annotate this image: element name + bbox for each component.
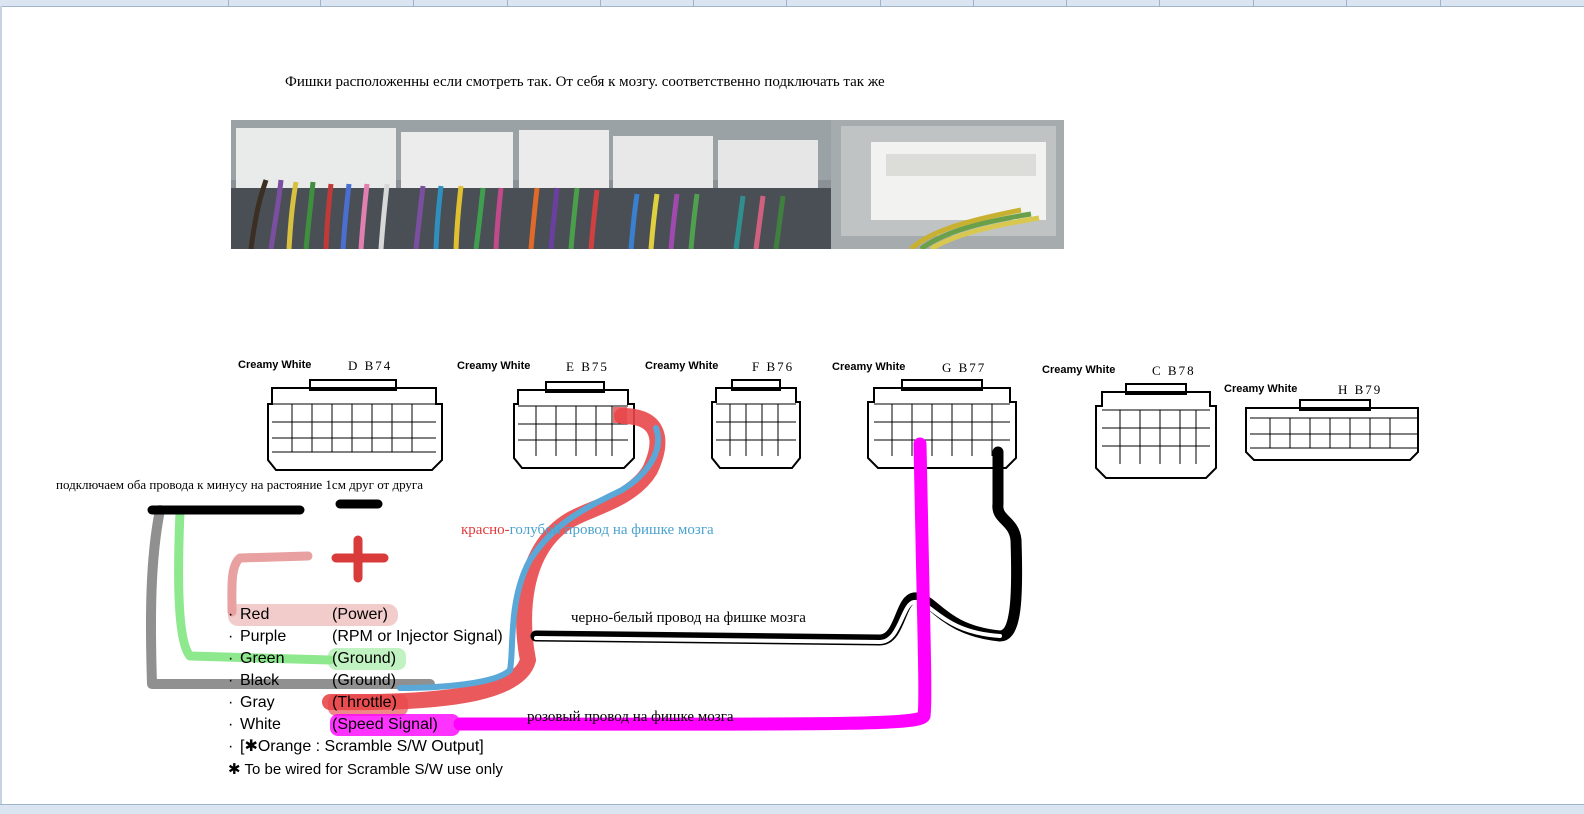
connector-b75 bbox=[513, 381, 635, 469]
connector-label-b76: Creamy White bbox=[645, 360, 718, 372]
ruler-tick bbox=[1253, 0, 1254, 6]
page-frame bbox=[0, 6, 2, 806]
legend-value: (Ground) bbox=[332, 672, 397, 689]
connector-code-b74: D B74 bbox=[348, 358, 392, 373]
legend-name: Gray bbox=[240, 694, 275, 711]
connector-b74 bbox=[267, 379, 443, 471]
ruler bbox=[0, 0, 1584, 7]
connector-code-b79: H B79 bbox=[1338, 382, 1382, 397]
ruler-tick bbox=[880, 0, 881, 6]
highlight-red-row bbox=[228, 604, 398, 626]
ruler-tick bbox=[693, 0, 694, 6]
black-white-note: черно-белый провод на фишке мозга bbox=[571, 610, 806, 626]
connector-label-b79: Creamy White bbox=[1224, 383, 1297, 395]
highlight-white-row bbox=[330, 714, 460, 736]
ruler-tick bbox=[1346, 0, 1347, 6]
pink-wire bbox=[453, 437, 932, 731]
ruler-tick bbox=[600, 0, 601, 6]
connector-label-b77: Creamy White bbox=[832, 361, 905, 373]
plus-mark bbox=[331, 535, 389, 583]
legend-value: (Ground) bbox=[332, 650, 397, 667]
red-power-wire bbox=[227, 551, 313, 617]
pink-note: розовый провод на фишке мозга bbox=[527, 709, 734, 725]
connector-label-b78: Creamy White bbox=[1042, 364, 1115, 376]
red-blue-wire-blue bbox=[397, 425, 662, 691]
ruler-tick bbox=[973, 0, 974, 6]
ground-note: подключаем оба провода к минусу на расто… bbox=[56, 477, 423, 492]
ruler-tick bbox=[320, 0, 321, 6]
connector-b79 bbox=[1245, 399, 1419, 461]
connector-label-b74: Creamy White bbox=[238, 359, 311, 371]
legend-name: Green bbox=[240, 650, 285, 667]
legend-name: Black bbox=[240, 672, 280, 689]
red-blue-note: красно-голубой провод на фишке мозга bbox=[461, 522, 714, 539]
ruler-tick bbox=[1066, 0, 1067, 6]
black-white-wire-white bbox=[534, 599, 1002, 644]
connector-code-b75: E B75 bbox=[566, 359, 609, 374]
connector-b78 bbox=[1095, 383, 1217, 479]
ruler-tick bbox=[413, 0, 414, 6]
connector-b76 bbox=[711, 379, 801, 469]
legend-name: Purple bbox=[240, 628, 287, 645]
legend-value: (Throttle) bbox=[332, 694, 397, 711]
ecu-photo bbox=[231, 120, 1064, 249]
red-blue-note-red: красно- bbox=[461, 522, 510, 538]
legend-value: (RPM or Injector Signal) bbox=[332, 628, 503, 645]
ruler-tick bbox=[786, 0, 787, 6]
connector-b77 bbox=[867, 379, 1017, 469]
legend-footnote: ✱ To be wired for Scramble S/W use only bbox=[228, 761, 503, 778]
connector-code-b77: G B77 bbox=[942, 360, 986, 375]
legend-value: (Speed Signal) bbox=[332, 716, 438, 733]
highlight-green-row bbox=[328, 648, 406, 670]
legend-name: Red bbox=[240, 606, 270, 623]
connector-code-b78: C B78 bbox=[1152, 363, 1196, 378]
ruler-tick bbox=[507, 0, 508, 6]
legend-name: White bbox=[240, 716, 281, 733]
scrollbar-horizontal[interactable] bbox=[0, 804, 1584, 814]
gray-wire bbox=[145, 505, 435, 689]
ruler-tick bbox=[1440, 0, 1441, 6]
ruler-tick bbox=[1159, 0, 1160, 6]
legend-value: (Power) bbox=[332, 606, 389, 623]
ruler-tick bbox=[228, 0, 229, 6]
red-blue-note-blue: голубой провод на фишке мозга bbox=[509, 522, 714, 538]
green-wire bbox=[174, 507, 335, 665]
connector-code-b76: F B76 bbox=[752, 359, 794, 374]
legend-orange: [✱Orange : Scramble S/W Output] bbox=[240, 738, 484, 755]
page-caption: Фишки расположенны если смотреть так. От… bbox=[285, 74, 885, 90]
connector-label-b75: Creamy White bbox=[457, 360, 530, 372]
